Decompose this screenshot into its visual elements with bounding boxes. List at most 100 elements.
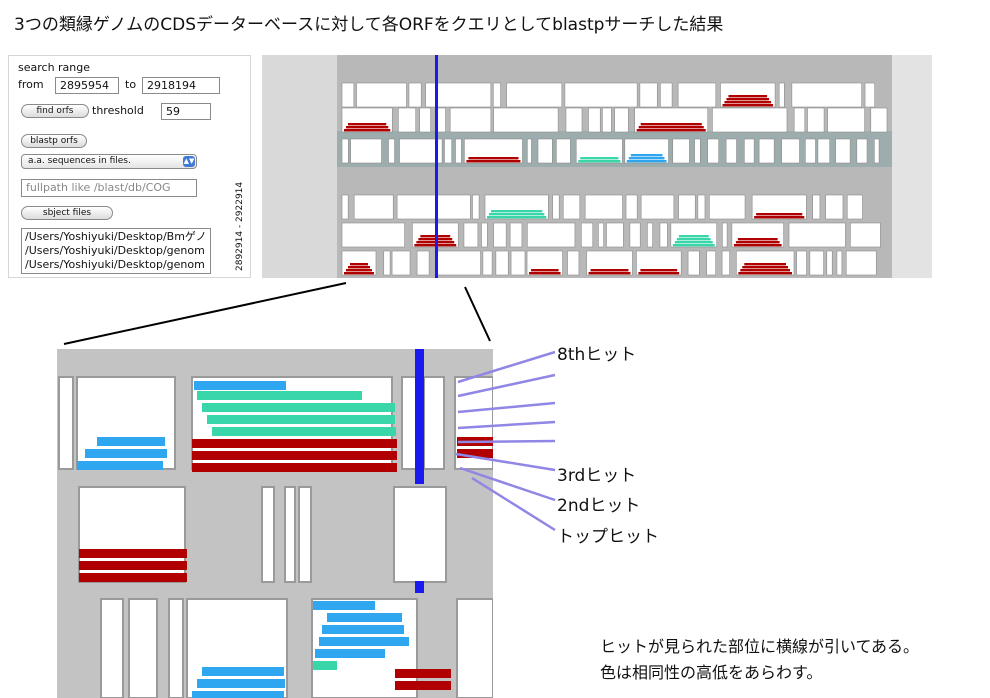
hit-line [674,241,713,244]
zoomed-hit-line [457,449,493,458]
orf-map[interactable] [262,55,932,278]
orf-box [793,107,806,133]
orf-box [455,138,462,164]
zoomed-hit-line [319,637,409,646]
zoomed-position-cursor [415,581,424,593]
orf-box [444,138,453,164]
orf-box [677,82,717,108]
zoomed-position-cursor [415,349,424,484]
orf-box [709,194,746,220]
sequence-source-value: a.a. sequences in files. [28,156,131,166]
zoomed-hit-line [207,415,395,424]
file-list-item[interactable]: /Users/Yoshiyuki/Desktop/genom [25,258,205,271]
file-list-item[interactable]: /Users/Yoshiyuki/Desktop/genom [25,244,205,257]
orf-box [796,250,807,276]
orf-box [812,194,821,220]
orf-box [463,222,479,248]
orf-box [788,222,846,248]
orf-box [712,107,788,133]
db-path-input[interactable]: fullpath like /blast/db/COG [21,179,197,197]
hit-line [348,123,387,126]
orf-box [825,194,844,220]
orf-box [527,222,576,248]
zoomed-hit-line [197,391,362,400]
orf-box [697,194,706,220]
hit-line [628,157,665,160]
hit-line [580,157,619,160]
threshold-input[interactable]: 59 [161,103,211,120]
subject-file-list[interactable]: /Users/Yoshiyuki/Desktop/Bmゲノ /Users/Yos… [21,228,211,274]
zoomed-hit-line [192,439,397,448]
hit-line [735,241,780,244]
orf-box [629,222,641,248]
file-list-item[interactable]: /Users/Yoshiyuki/Desktop/Bmゲノ [25,230,207,243]
zoomed-hit-line [85,449,167,458]
orf-box [449,107,492,133]
hit-line [626,160,667,163]
orf-box [481,222,488,248]
hit-line [744,263,787,266]
hit-line [466,160,521,163]
zoomed-hit-line [79,549,187,558]
hit-line [756,213,803,216]
zoomed-hit-line [77,461,163,470]
orf-box [556,138,571,164]
zoomed-orf-box [284,486,296,583]
hit-line [640,269,678,272]
orf-box [391,250,411,276]
orf-box [687,250,700,276]
orf-box [388,138,395,164]
hit-line [346,269,372,272]
orf-box [845,250,877,276]
genome-viewer[interactable] [262,55,932,278]
orf-box [396,194,471,220]
orf-box [383,250,391,276]
zoomed-hit-line [315,649,385,658]
orf-box [416,250,430,276]
orf-box [791,82,862,108]
orf-box [707,138,719,164]
hit-line [742,266,789,269]
orf-box [419,107,431,133]
top-hit-label: トップヒット [557,527,659,547]
orf-box [647,222,653,248]
subject-files-button[interactable]: sbject files [21,206,113,220]
orf-box [341,194,349,220]
hit-line [724,101,772,104]
blastp-orfs-button[interactable]: blastp orfs [21,134,87,148]
sequence-source-select[interactable]: a.a. sequences in files. ▲▼ [21,154,197,169]
hit-line [728,95,768,98]
zoomed-hit-line [395,681,451,690]
orf-box [835,138,851,164]
to-input[interactable]: 2918194 [142,77,220,94]
zoom-guide-line-right [464,286,491,342]
zoomed-orf-box [100,598,124,698]
orf-box [527,138,532,164]
orf-box [562,194,581,220]
zoomed-orf-box [58,376,74,470]
hit-line [531,269,559,272]
orf-box [672,138,690,164]
zoomed-hit-line [322,625,404,634]
orf-box [341,82,355,108]
zoomed-hit-line [202,403,395,412]
zoom-guide-line-left [63,282,347,345]
orf-box [864,82,875,108]
from-label: from [18,78,44,91]
orf-box [353,194,394,220]
legend-note-line1: ヒットが見られた部位に横線が引いてある。 [600,637,920,656]
zoomed-hit-line [79,561,187,570]
hit-line [348,266,370,269]
find-orfs-button[interactable]: find orfs [21,104,89,118]
hit-line [676,238,711,241]
from-input[interactable]: 2895954 [55,77,119,94]
orf-box [482,250,493,276]
zoomed-hit-line [313,601,375,610]
orf-box [660,82,673,108]
orf-box [584,194,623,220]
hit-line [722,104,774,107]
orf-box [826,250,833,276]
orf-box [856,138,868,164]
zoomed-orf-map [58,349,493,698]
orf-box [694,138,701,164]
